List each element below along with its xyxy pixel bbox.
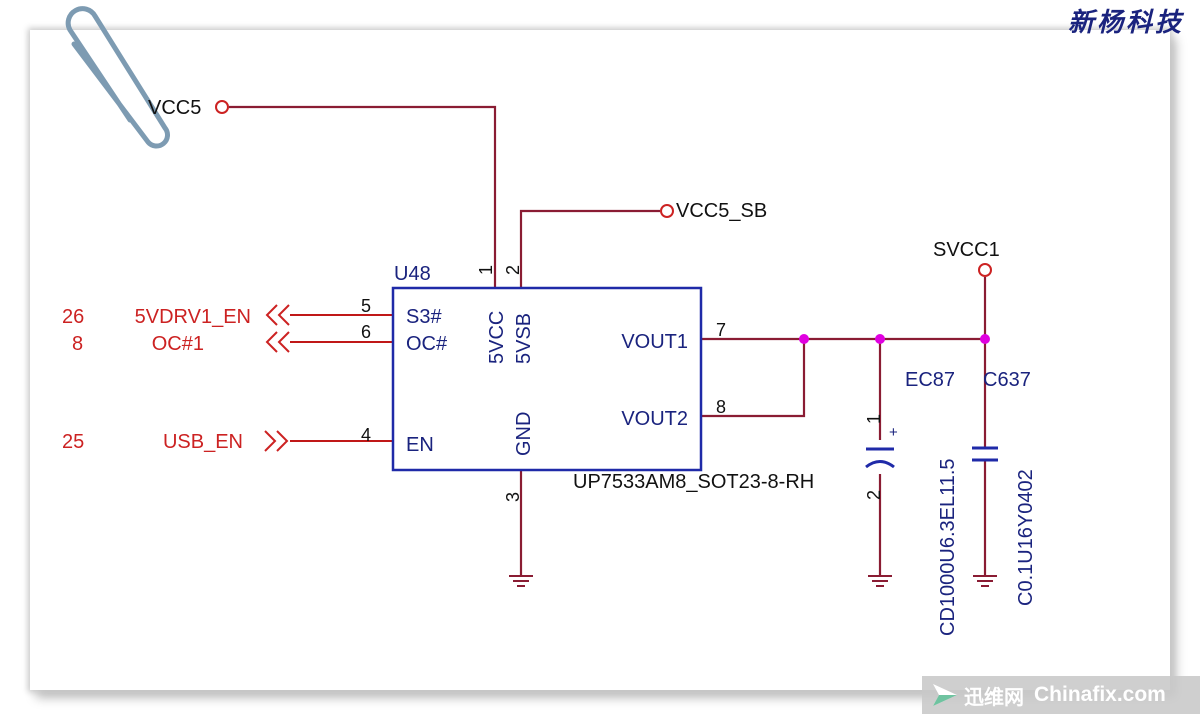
capacitor-ec87-symbol — [865, 447, 895, 469]
wire-vout2 — [701, 339, 806, 418]
cap-ref-c637: C637 — [983, 369, 1031, 391]
pin-number-8: 8 — [716, 397, 726, 417]
pin-number-4: 4 — [361, 425, 371, 445]
cap-ref-ec87: EC87 — [905, 369, 955, 391]
ground-symbol — [868, 575, 892, 587]
net-label-oc1: OC#1 — [152, 333, 204, 355]
offpage-ref-25: 25 — [62, 431, 84, 453]
paperclip-icon — [65, 6, 170, 149]
pin-number-3: 3 — [503, 492, 523, 502]
ic-u48-body — [391, 286, 703, 472]
wire-vcc5 — [229, 105, 497, 288]
net-label-vcc5-sb: VCC5_SB — [676, 200, 767, 222]
pin-name-s3: S3# — [406, 306, 442, 328]
cap-c637-value: C0.1U16Y0402 — [1015, 469, 1037, 606]
capacitor-c637-symbol — [972, 446, 998, 462]
pin-name-vout1: VOUT1 — [621, 331, 688, 353]
chinafix-logo-icon — [933, 684, 957, 706]
pin-number-1: 1 — [476, 265, 496, 275]
cap-ec87-pin2: 2 — [864, 490, 884, 500]
pin-name-oc: OC# — [406, 333, 448, 355]
net-label-svcc1: SVCC1 — [933, 239, 1000, 261]
junction-dot — [875, 334, 885, 344]
ic-u48-ref: U48 — [394, 263, 431, 285]
watermark-banner: 迅维网 Chinafix.com — [922, 676, 1200, 714]
net-port-vcc5 — [215, 100, 229, 114]
net-label-5vdrv1-en: 5VDRV1_EN — [135, 306, 251, 328]
watermark-site-cn: 迅维网 — [964, 686, 1024, 709]
pin-name-en: EN — [406, 434, 434, 456]
ground-symbol — [509, 575, 533, 587]
net-port-vcc5-sb — [660, 204, 674, 218]
cap-ec87-value: CD1000U6.3EL11.5 — [937, 458, 959, 636]
ground-symbol — [973, 575, 997, 587]
pin-number-7: 7 — [716, 320, 726, 340]
net-label-usb-en: USB_EN — [163, 431, 243, 453]
net-label-vcc5: VCC5 — [148, 97, 201, 119]
pin-name-gnd: GND — [513, 412, 535, 456]
offpage-connector-usb-en — [264, 430, 289, 452]
watermark-site: Chinafix.com — [1034, 683, 1166, 706]
offpage-ref-26: 26 — [62, 306, 84, 328]
pin-name-5vsb: 5VSB — [513, 313, 535, 364]
cap-ec87-pin1: 1 — [864, 414, 884, 424]
junction-dot — [980, 334, 990, 344]
junction-dot — [799, 334, 809, 344]
offpage-connector-oc1 — [265, 331, 290, 353]
net-port-svcc1 — [978, 263, 992, 277]
ic-u48-part: UP7533AM8_SOT23-8-RH — [573, 471, 814, 493]
pin-number-5: 5 — [361, 296, 371, 316]
pin-number-2: 2 — [503, 265, 523, 275]
pin-name-5vcc: 5VCC — [486, 311, 508, 364]
offpage-connector-5vdrv1-en — [265, 304, 290, 326]
brand-logo-text: 新杨科技 — [1067, 8, 1184, 38]
pin-number-6: 6 — [361, 322, 371, 342]
offpage-ref-8: 8 — [72, 333, 83, 355]
cap-ec87-polarity: + — [889, 424, 898, 441]
wire-vcc5-sb — [519, 209, 660, 288]
pin-name-vout2: VOUT2 — [621, 408, 688, 430]
